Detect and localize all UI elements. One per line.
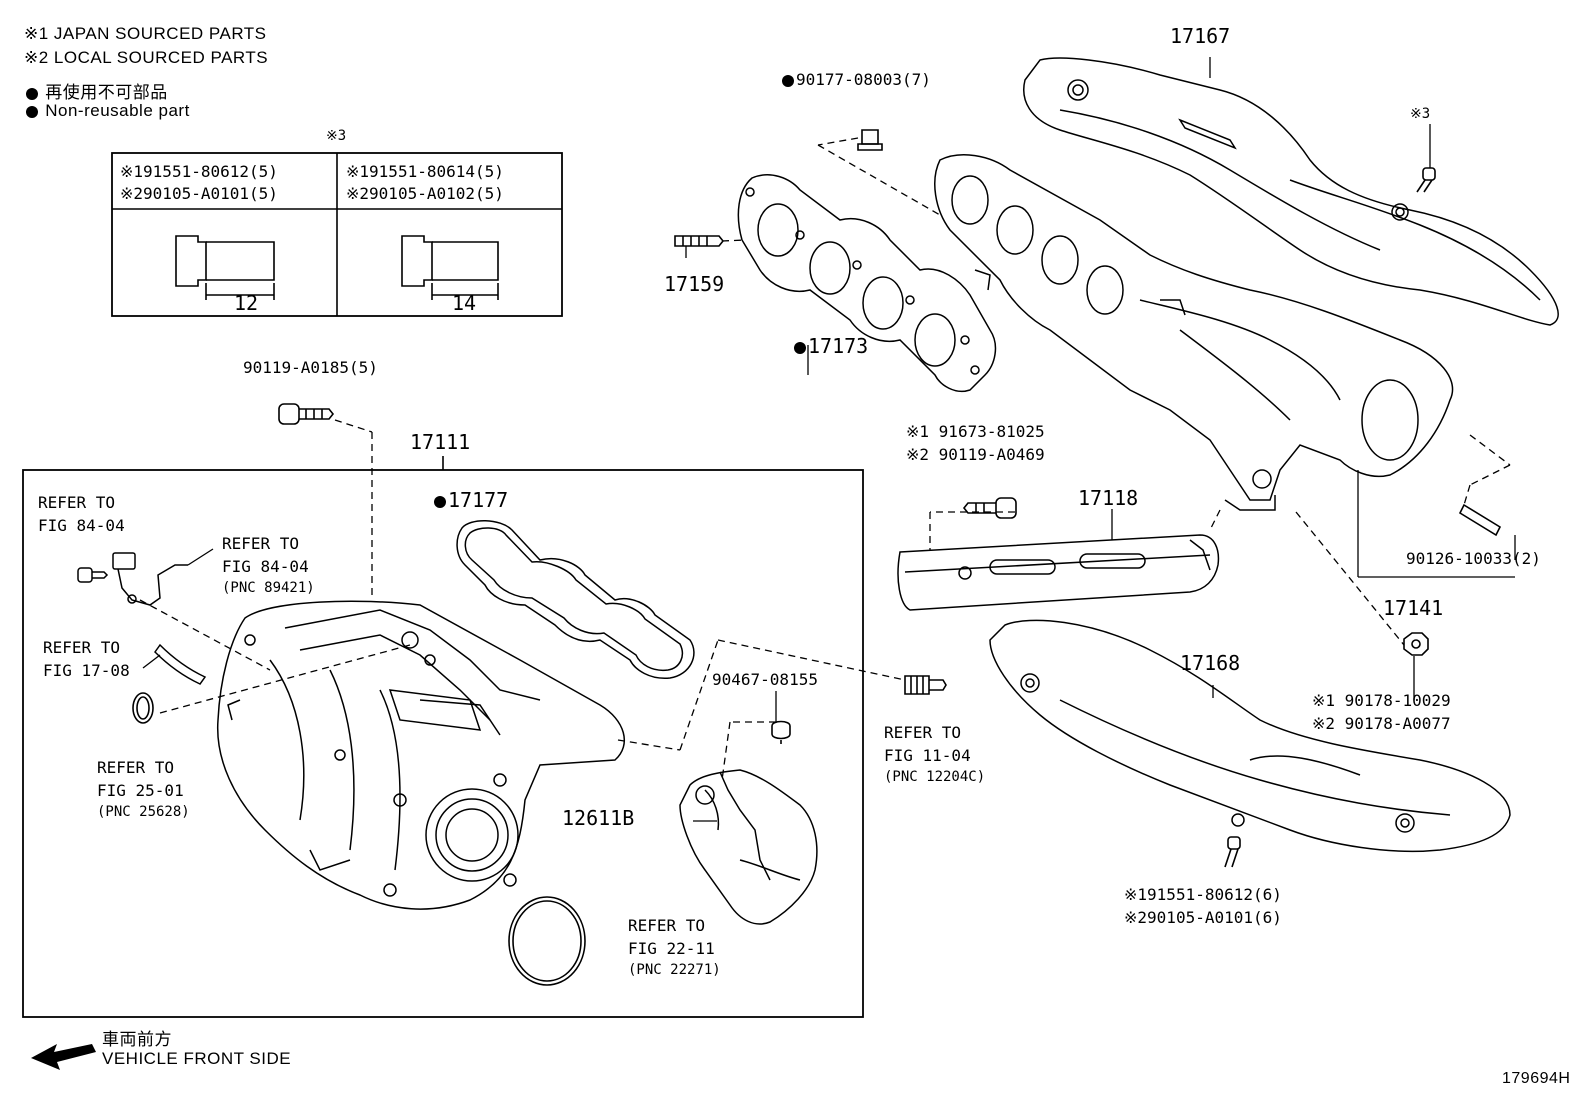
hose-drawing	[154, 643, 207, 685]
ref-25-01-line1: REFER TO	[97, 758, 175, 777]
stud-90126-drawing	[1458, 503, 1502, 537]
nut-90177-drawing	[857, 129, 883, 151]
part-17168: 17168	[1180, 651, 1241, 675]
part-12611b: 12611B	[562, 806, 635, 830]
ref-11-04-pnc: (PNC 12204C)	[884, 769, 986, 785]
exhaust-manifold-drawing	[934, 154, 1454, 511]
part-17111: 17111	[410, 430, 471, 454]
part-17118: 17118	[1078, 486, 1139, 510]
throttle-gasket-drawing	[508, 896, 586, 986]
clip-90467-drawing	[771, 720, 791, 744]
ref-84-04-a-line1: REFER TO	[38, 493, 116, 512]
non-reusable-icon	[782, 74, 794, 87]
exhaust-gasket-drawing	[737, 174, 997, 392]
bullet-icon	[26, 105, 38, 118]
o-ring-small-drawing	[132, 692, 154, 724]
legend-note-1: ※1 JAPAN SOURCED PARTS	[24, 24, 267, 43]
legend-note-2: ※2 LOCAL SOURCED PARTS	[24, 48, 269, 67]
bolt-length-14: 14	[452, 291, 477, 315]
upper-heat-insulator-drawing	[1023, 57, 1559, 326]
bolt-90119-a0185-icon	[278, 403, 335, 425]
bolt-lower-drawing	[1224, 836, 1241, 868]
stud-17159-drawing	[674, 235, 725, 247]
insulator-12611b-drawing	[679, 769, 818, 925]
part-17173: 17173	[794, 334, 868, 358]
part-90467-08155: 90467-08155	[712, 670, 818, 689]
intake-manifold-group-box	[22, 469, 864, 1018]
direction-label-en: VEHICLE FRONT SIDE	[102, 1049, 292, 1068]
bolt-mark3-drawing	[1416, 167, 1436, 193]
part-17159: 17159	[664, 272, 725, 296]
flange-bolt-14-icon	[401, 235, 499, 300]
ref-22-11-line2: FIG 22-11	[628, 939, 715, 958]
sensor-drawing	[77, 552, 188, 606]
nut-90178-drawing	[1403, 632, 1429, 656]
part-90119-a0469: ※2 90119-A0469	[906, 445, 1045, 464]
legend-non-reusable-en: Non-reusable part	[26, 101, 190, 121]
bolt-table-mark: ※3	[326, 128, 347, 144]
part-90177: 90177-08003(7)	[782, 70, 931, 89]
ref-17-08-line2: FIG 17-08	[43, 661, 130, 680]
front-arrow-icon	[31, 1044, 96, 1070]
ref-84-04-b-line2: FIG 84-04	[222, 557, 309, 576]
lower-heat-insulator-drawing	[989, 619, 1511, 853]
part-17141: 17141	[1383, 596, 1444, 620]
ref-84-04-b-line1: REFER TO	[222, 534, 300, 553]
legend-non-reusable-jp: 再使用不可部品	[26, 78, 168, 103]
bolt-table-col2-line2: ※290105-A0102(5)	[346, 184, 504, 203]
bracket-17118-drawing	[897, 534, 1220, 611]
intake-manifold-drawing	[216, 600, 625, 910]
ref-25-01-line2: FIG 25-01	[97, 781, 184, 800]
stud-drawing	[904, 675, 947, 695]
bolt-length-12: 12	[234, 291, 259, 315]
ref-17-08-line1: REFER TO	[43, 638, 121, 657]
direction-label-jp: 車両前方	[102, 1030, 172, 1049]
figure-id: 179694H	[1502, 1070, 1571, 1087]
part-90178-10029: ※1 90178-10029	[1312, 691, 1451, 710]
ref-25-01-pnc: (PNC 25628)	[97, 804, 190, 820]
flange-bolt-12-icon	[175, 235, 275, 300]
part-17167: 17167	[1170, 24, 1231, 48]
bullet-icon	[26, 87, 38, 100]
ref-84-04-a-line2: FIG 84-04	[38, 516, 125, 535]
bolt-table-col1-line1: ※191551-80612(5)	[120, 162, 278, 181]
part-90178-a0077: ※2 90178-A0077	[1312, 714, 1451, 733]
bolt-table-col2-line1: ※191551-80614(5)	[346, 162, 504, 181]
non-reusable-icon	[794, 341, 806, 354]
ref-11-04-line1: REFER TO	[884, 723, 962, 742]
part-191551-80612-6: ※191551-80612(6)	[1124, 885, 1282, 904]
bolt-table-col1-line2: ※290105-A0101(5)	[120, 184, 278, 203]
ref-22-11-pnc: (PNC 22271)	[628, 962, 721, 978]
part-90126: 90126-10033(2)	[1406, 549, 1541, 568]
part-290105-a0101-6: ※290105-A0101(6)	[1124, 908, 1282, 927]
part-91673-81025: ※1 91673-81025	[906, 422, 1045, 441]
bolt-91673-drawing	[962, 497, 1017, 519]
ref-22-11-line1: REFER TO	[628, 916, 706, 935]
intake-gasket-drawing	[456, 520, 695, 679]
part-90119-a0185: 90119-A0185(5)	[243, 358, 378, 377]
ref-11-04-line2: FIG 11-04	[884, 746, 971, 765]
non-reusable-icon	[434, 495, 446, 508]
ref-84-04-b-pnc: (PNC 89421)	[222, 580, 315, 596]
part-17177: 17177	[434, 488, 508, 512]
part-mark3: ※3	[1410, 106, 1431, 122]
